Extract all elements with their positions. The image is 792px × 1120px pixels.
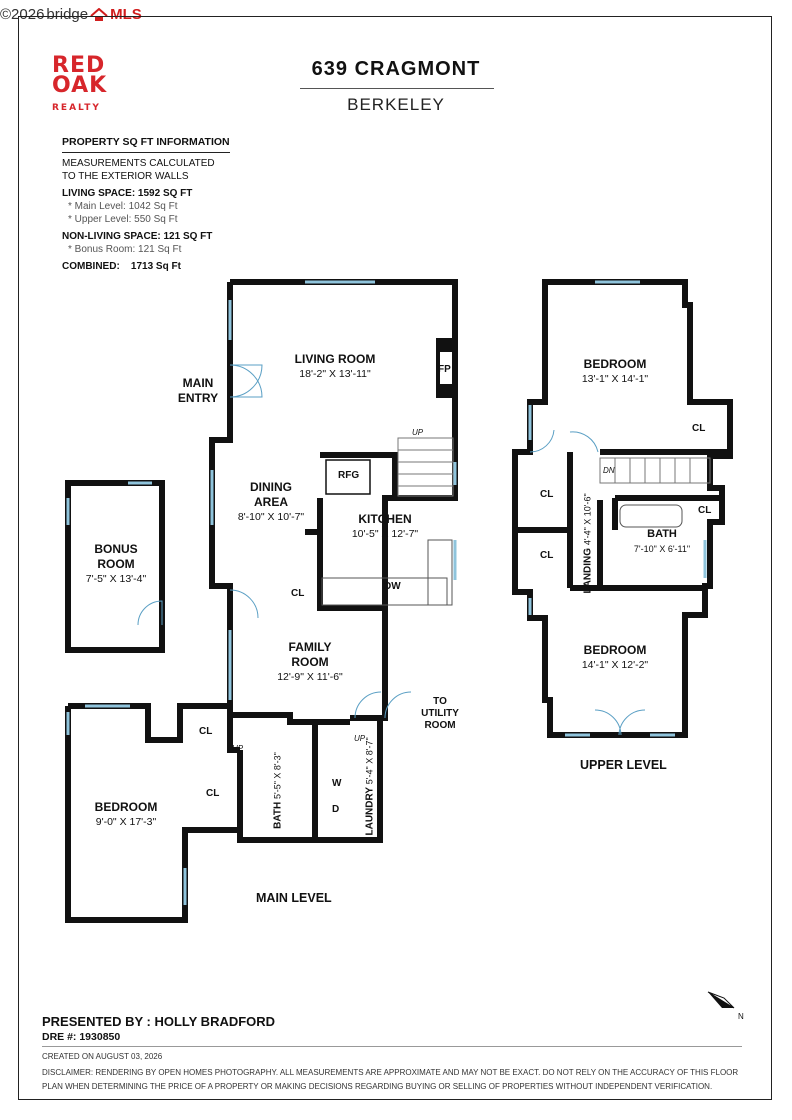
non-living-space: NON-LIVING SPACE: 121 SQ FT [62,231,213,242]
stairs-up-label: UP [412,428,424,437]
refrigerator [325,459,371,495]
title-divider [300,88,494,89]
combined-value: 1713 Sq Ft [130,261,181,272]
door-swing [529,429,555,453]
combined-label: COMBINED: [62,261,120,272]
kitchen-label: KITCHEN 10'-5" X 12'-7" [335,512,435,542]
living-room-dim: 18'-2" X 13'-11" [299,368,371,380]
family-room-dim: 12'-9" X 11'-6" [277,671,343,683]
closet-label-upper-1: CL [692,423,706,434]
closet-label-family: CL [291,588,305,599]
kitchen-counter [427,539,453,606]
combined-sqft: COMBINED: 1713 Sq Ft [62,260,230,273]
page-frame [18,16,772,1100]
dining-area-dim: 8'-10" X 10'-7" [237,511,305,523]
presented-by: PRESENTED BY : HOLLY BRADFORD [42,1014,276,1029]
living-west-wall [209,282,233,456]
watermark-copyright: ©2026 [0,6,45,23]
logo-line-1: RED [52,53,106,78]
upper-bedroom-1-dim: 13'-1" X 14'-1" [581,373,649,385]
closet-label-upper-4: CL [540,550,554,561]
kitchen-wall [317,452,455,532]
main-bedroom-dim: 9'-0" X 17'-3" [95,816,157,828]
door-swing [354,691,382,719]
property-city: BERKELEY [347,95,445,114]
sqft-info-panel: PROPERTY SQ FT INFORMATION MEASUREMENTS … [62,136,230,273]
watermark-brand: bridge [46,6,89,23]
up-label-bath: UP [232,744,244,753]
closet-label-bedroom-1: CL [199,726,213,737]
landing-label: LANDING 4'-4" X 10'-6" [582,493,594,594]
main-level-wall-outline [230,279,458,611]
family-room-south-wall [230,712,350,725]
main-bedroom-wall [65,703,240,923]
upper-level-wall-outline [512,279,733,738]
sqft-heading: PROPERTY SQ FT INFORMATION [62,136,230,153]
main-level-sqft: * Main Level: 1042 Sq Ft [68,201,178,212]
watermark-mls: MLS [110,6,142,23]
door-swing [569,431,599,453]
upper-bedroom-2-dim: 14'-1" X 12'-2" [581,659,649,671]
north-arrow-icon [707,991,735,1009]
bonus-room-label: BONUS ROOM 7'-5" X 13'-4" [72,542,160,587]
laundry-label: LAUNDRY 5'-4" X 8'-7" [364,737,376,836]
sqft-note-2: TO THE EXTERIOR WALLS [62,171,189,182]
bath-laundry-wall [237,718,383,843]
logo-line-2: OAK [52,73,108,98]
upper-level-label: UPPER LEVEL [580,758,667,772]
closet-label-upper-3: CL [698,505,712,516]
door-swing [229,364,263,398]
upper-bedroom-1-label: BEDROOM 13'-1" X 14'-1" [565,357,665,387]
upper-bath-wall [612,495,722,530]
upper-level-sqft: * Upper Level: 550 Sq Ft [68,214,178,225]
dining-area-label: DINING AREA 8'-10" X 10'-7" [226,480,316,525]
washer-label: W [332,778,342,789]
door-swing [229,589,259,619]
refrigerator-label: RFG [338,470,360,481]
house-icon [90,7,108,21]
door-swing [594,709,622,736]
to-utility-room-label: TO UTILITY ROOM [421,696,459,731]
dishwasher-label: DW [384,581,401,592]
kitchen-dim: 10'-5" X 12'-7" [351,528,419,540]
property-address: 639 CRAGMONT [311,58,481,80]
created-date: CREATED ON AUGUST 03, 2026 [42,1052,163,1061]
main-bath-label: BATH 5'-5" X 8'-3" [272,752,284,829]
door-swing [384,691,412,719]
door-swing [618,709,646,736]
disclaimer: DISCLAIMER: RENDERING BY OPEN HOMES PHOT… [42,1068,739,1091]
upper-bedroom-2-label: BEDROOM 14'-1" X 12'-2" [565,643,665,673]
closet-label-bedroom-2: CL [206,788,220,799]
upper-bath-label: BATH 7'-10" X 6'-11" [614,527,710,557]
up-label-laundry: UP [354,734,366,743]
bathtub [619,504,683,528]
family-room-label: FAMILY ROOM 12'-9" X 11'-6" [255,640,365,685]
upper-landing-wall [567,449,730,591]
compass-north-label: N [738,1012,744,1021]
red-oak-logo: RED OAK REALTY [52,53,108,118]
closet-label-upper-2: CL [540,489,554,500]
dryer-label: D [332,804,340,815]
mls-watermark: ©2026 bridge MLS [0,6,142,23]
main-bedroom-label: BEDROOM 9'-0" X 17'-3" [72,800,180,830]
main-stairs [397,437,454,497]
bonus-room-sqft: * Bonus Room: 121 Sq Ft [68,244,182,255]
logo-line-3: REALTY [52,103,101,113]
upper-bath-dim: 7'-10" X 6'-11" [633,544,691,554]
door-swing [229,364,263,398]
bonus-room-dim: 7'-5" X 13'-4" [85,573,147,585]
footer-divider [42,1046,742,1047]
sqft-note-1: MEASUREMENTS CALCULATED [62,158,215,169]
kitchen-counter [321,577,448,606]
door-swing [137,600,163,626]
living-space: LIVING SPACE: 1592 SQ FT [62,188,193,199]
living-room-label: LIVING ROOM 18'-2" X 13'-11" [270,352,400,382]
main-level-label: MAIN LEVEL [256,891,332,905]
upper-stairs [599,457,711,484]
fireplace-label: FP [438,364,451,375]
dre-number: DRE #: 1930850 [42,1031,121,1043]
main-entry-label: MAIN ENTRY [177,376,219,405]
dn-label: DN [603,466,615,475]
